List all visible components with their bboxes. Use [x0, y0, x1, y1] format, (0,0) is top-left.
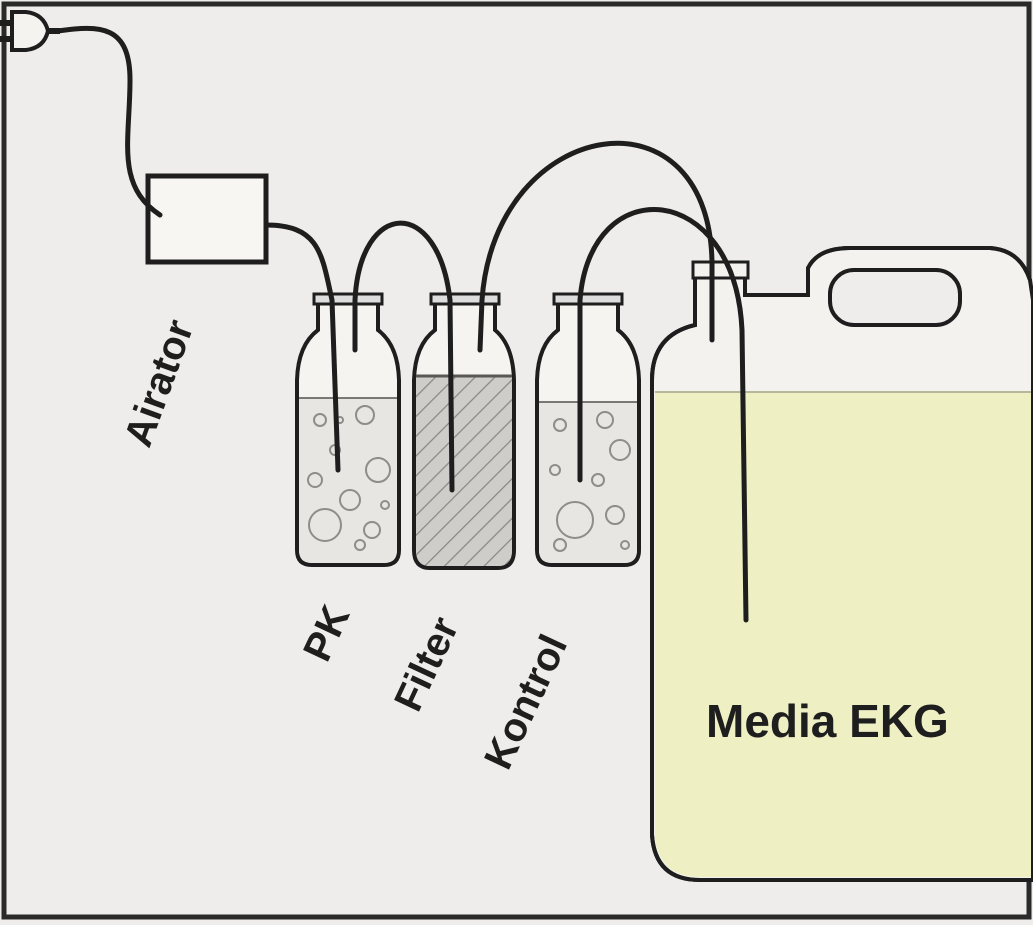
bottle-filter [412, 292, 516, 570]
power-plug-icon [0, 10, 60, 52]
media-jerrycan [650, 246, 1033, 882]
label-media-ekg: Media EKG [706, 695, 949, 747]
tubing [55, 25, 749, 623]
jerrycan-handle-hole [828, 268, 962, 327]
jerrycan-liquid [655, 392, 1031, 877]
airator-box [145, 173, 269, 265]
bottle-pk [295, 292, 401, 567]
tube-filter-media [477, 140, 715, 353]
bottle-kontrol [535, 292, 641, 567]
power-cord [55, 25, 163, 218]
tube-airator-pk [263, 222, 341, 473]
jerrycan-cap [691, 260, 750, 280]
tube-pk-filter [352, 220, 455, 493]
tube-kontrol-media [577, 207, 749, 623]
